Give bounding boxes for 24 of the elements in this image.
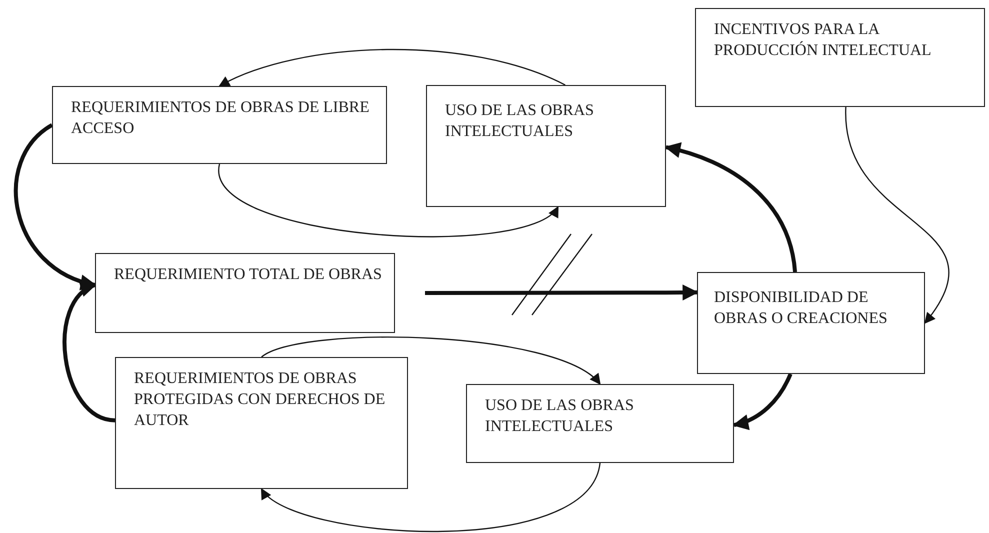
box-label: DISPONIBILIDAD DE OBRAS O CREACIONES [714, 288, 888, 329]
box-label: INCENTIVOS PARA LA PRODUCCIÓN INTELECTUAL [714, 20, 932, 61]
box-label: USO DE LAS OBRAS INTELECTUALES [445, 101, 595, 142]
box-label: REQUERIMIENTOS DE OBRAS DE LIBRE ACCESO [71, 98, 370, 139]
arrow [260, 462, 601, 532]
box-label: USO DE LAS OBRAS INTELECTUALES [485, 396, 635, 437]
process-box [695, 8, 985, 107]
arrow [218, 48, 566, 87]
arrow [261, 336, 601, 385]
box-label: REQUERIMIENTOS DE OBRAS PROTEGIDAS CON DERECHOS DE AUTOR [134, 369, 386, 431]
arrow [62, 283, 116, 422]
arrow [845, 106, 949, 324]
arrow [732, 373, 792, 430]
arrow [425, 284, 699, 300]
box-label: REQUERIMIENTO TOTAL DE OBRAS [114, 265, 383, 285]
arrow [218, 164, 559, 238]
process-box [52, 86, 387, 164]
process-box [426, 85, 666, 207]
process-box [697, 272, 925, 374]
arrow [14, 123, 97, 289]
process-box [466, 384, 734, 463]
process-box [95, 253, 395, 333]
arrow [664, 142, 798, 272]
process-box [115, 357, 408, 489]
